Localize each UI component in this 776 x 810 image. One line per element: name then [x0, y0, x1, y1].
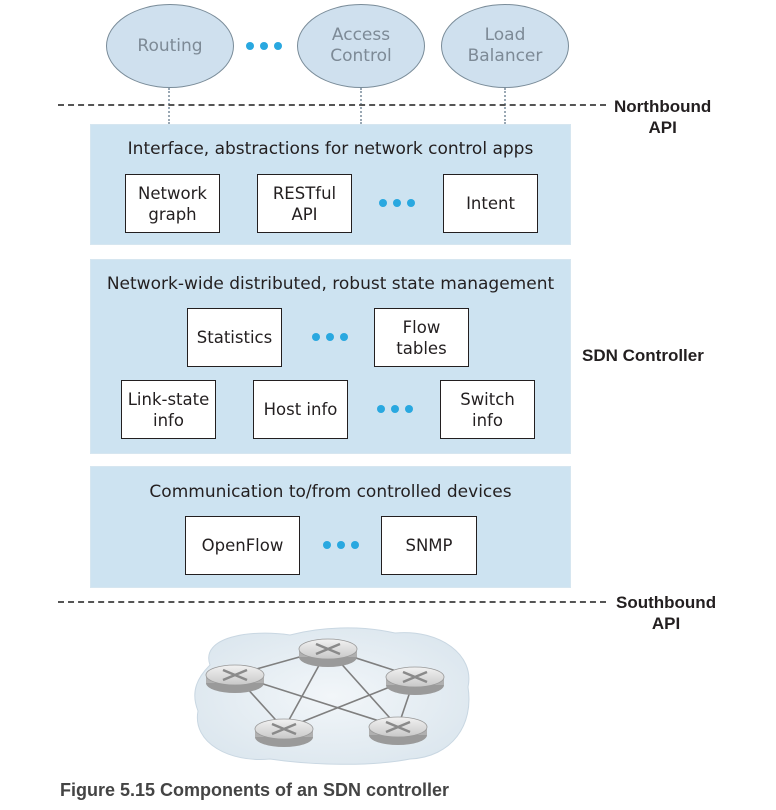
- intent-box: Intent: [443, 174, 538, 233]
- openflow-box: OpenFlow: [185, 516, 300, 575]
- host-info-box: Host info: [253, 380, 348, 439]
- routing-connector: [168, 88, 170, 124]
- interface-ellipsis: [379, 199, 415, 207]
- state-management-title: Network-wide distributed, robust state m…: [106, 274, 555, 294]
- communication-ellipsis: [323, 541, 359, 549]
- restful-api-box: RESTful API: [257, 174, 352, 233]
- state-management-panel: Network-wide distributed, robust state m…: [90, 259, 571, 454]
- switch-icon: [254, 718, 314, 747]
- link-state-info-box: Link-state info: [121, 380, 216, 439]
- switch-info-box: Switch info: [440, 380, 535, 439]
- interface-layer-title: Interface, abstractions for network cont…: [127, 139, 534, 159]
- southbound-api-line: [58, 601, 606, 603]
- figure-caption: Figure 5.15 Components of an SDN control…: [60, 780, 450, 800]
- access-control-connector: [360, 88, 362, 124]
- access-control-app: Access Control: [297, 4, 425, 88]
- state-ellipsis-bottom: [377, 405, 413, 413]
- snmp-box: SNMP: [381, 516, 477, 575]
- northbound-api-label: Northbound API: [614, 97, 712, 137]
- communication-layer-title: Communication to/from controlled devices: [149, 482, 512, 502]
- switch-icon: [205, 664, 265, 693]
- load-balancer-connector: [504, 88, 506, 124]
- load-balancer-app: Load Balancer: [441, 4, 569, 88]
- switch-icon: [385, 666, 445, 695]
- controlled-network: [194, 627, 470, 765]
- northbound-api-line: [58, 104, 606, 106]
- interface-layer-panel: Interface, abstractions for network cont…: [90, 124, 571, 245]
- routing-app: Routing: [106, 4, 234, 88]
- statistics-box: Statistics: [187, 308, 282, 367]
- communication-layer-panel: Communication to/from controlled devices…: [90, 466, 571, 588]
- sdn-controller-label: SDN Controller: [582, 346, 704, 365]
- network-graph-box: Network graph: [125, 174, 220, 233]
- southbound-api-label: Southbound API: [616, 593, 717, 633]
- switch-icon: [368, 716, 428, 745]
- flow-tables-box: Flow tables: [374, 308, 469, 367]
- apps-ellipsis: [246, 42, 282, 50]
- switch-icon: [298, 638, 358, 667]
- state-ellipsis-top: [312, 333, 348, 341]
